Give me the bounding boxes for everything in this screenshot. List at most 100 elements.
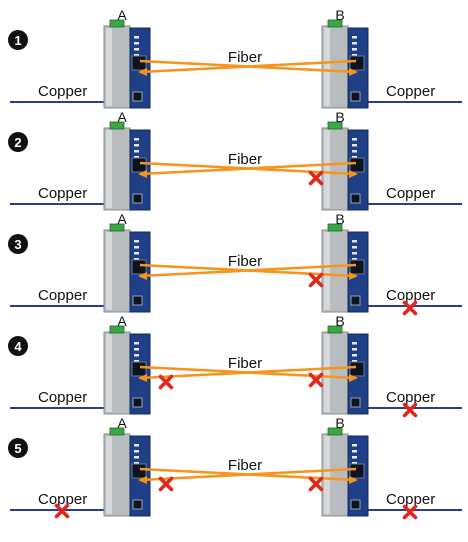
device-led — [352, 150, 357, 153]
device-copper-port — [132, 295, 143, 306]
device-led — [134, 246, 139, 249]
device-b — [321, 427, 369, 517]
copper-label-a: Copper — [38, 185, 87, 202]
device-copper-port — [350, 295, 361, 306]
fault-x-stroke — [158, 374, 174, 390]
device-led — [134, 354, 139, 357]
device-led — [134, 150, 139, 153]
device-led — [134, 144, 139, 147]
fiber-link — [138, 59, 358, 76]
device-terminal — [109, 223, 125, 232]
fiber-arrow-b — [349, 170, 358, 178]
fault-fiber-b-bottom — [308, 170, 324, 186]
device-b — [321, 121, 369, 211]
device-fiber-port — [349, 463, 365, 479]
device-led — [134, 252, 139, 255]
device-fiber-port — [349, 55, 365, 71]
fault-x-stroke — [402, 504, 418, 520]
device-led — [352, 48, 357, 51]
fiber-label: Fiber — [228, 457, 262, 474]
device-fiber-port — [349, 157, 365, 173]
device-terminal — [109, 121, 125, 130]
fault-x-stroke — [308, 372, 324, 388]
device-fiber-port — [131, 463, 147, 479]
device-led — [134, 444, 139, 447]
device-led — [352, 456, 357, 459]
fault-x-stroke — [158, 476, 174, 492]
scenario-number-badge — [8, 132, 28, 152]
device-led — [352, 156, 357, 159]
device-a — [103, 427, 151, 517]
scenario-number-badge — [8, 336, 28, 356]
device-copper-port — [350, 499, 361, 510]
device-terminal — [109, 19, 125, 28]
device-led — [352, 462, 357, 465]
device-fiber-port — [131, 157, 147, 173]
device-fin — [324, 436, 330, 514]
device-terminal — [327, 325, 343, 334]
device-b-label: B — [335, 109, 344, 125]
fiber-arrow-b — [349, 272, 358, 280]
device-fin — [106, 130, 112, 208]
fiber-line-2 — [139, 263, 357, 278]
device-fin — [106, 436, 112, 514]
device-a — [103, 121, 151, 211]
scenario-number: 1 — [14, 33, 21, 48]
device-terminal — [327, 223, 343, 232]
copper-label-a: Copper — [38, 491, 87, 508]
device-led — [352, 342, 357, 345]
fiber-arrow-a — [138, 272, 147, 280]
device-led — [134, 456, 139, 459]
device-led — [134, 36, 139, 39]
device-a-label: A — [117, 109, 127, 125]
device-terminal — [109, 427, 125, 436]
device-terminal — [327, 121, 343, 130]
device-b — [321, 223, 369, 313]
fault-fiber-b-bottom — [308, 476, 324, 492]
device-led — [134, 156, 139, 159]
device-fin — [324, 232, 330, 310]
fault-copper-b — [402, 504, 418, 520]
device-b-label: B — [335, 211, 344, 227]
device-copper-port — [132, 91, 143, 102]
device-led — [134, 42, 139, 45]
copper-label-b: Copper — [386, 185, 435, 202]
device-led — [134, 258, 139, 261]
scenario-number-badge — [8, 234, 28, 254]
fiber-arrow-b — [349, 68, 358, 76]
fault-fiber-b-bottom — [308, 272, 324, 288]
device-fin — [106, 28, 112, 106]
fiber-arrow-a — [138, 374, 147, 382]
fault-copper-a — [54, 503, 70, 519]
device-led — [134, 462, 139, 465]
scenario-number: 3 — [14, 237, 21, 252]
device-led — [352, 42, 357, 45]
copper-label-b: Copper — [386, 83, 435, 100]
scenario-number: 4 — [14, 339, 22, 354]
fiber-line-2 — [139, 59, 357, 74]
device-b — [321, 19, 369, 109]
device-fiber-port — [349, 259, 365, 275]
device-led — [352, 360, 357, 363]
copper-label-b: Copper — [386, 287, 435, 304]
device-b-label: B — [335, 415, 344, 431]
device-copper-port — [132, 397, 143, 408]
device-led — [352, 348, 357, 351]
device-led — [134, 54, 139, 57]
device-fin — [324, 334, 330, 412]
device-terminal — [327, 427, 343, 436]
fiber-line-2 — [139, 467, 357, 482]
fault-copper-b — [402, 300, 418, 316]
fiber-label: Fiber — [228, 355, 262, 372]
device-led — [134, 138, 139, 141]
device-fin — [324, 28, 330, 106]
fault-x-stroke — [54, 503, 70, 519]
device-b-label: B — [335, 313, 344, 329]
device-led — [134, 48, 139, 51]
scenario-number: 5 — [14, 441, 21, 456]
fiber-arrow-b — [349, 476, 358, 484]
